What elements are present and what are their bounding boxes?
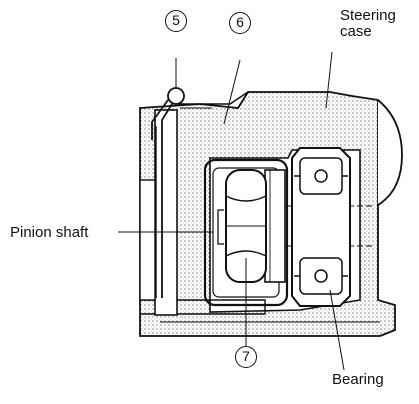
- leader-bearing: [329, 289, 345, 371]
- bearing: [291, 147, 351, 307]
- label-steering-case-line1: Steering: [340, 7, 396, 24]
- top-bracket: [205, 91, 249, 105]
- callout-7: 7: [235, 346, 257, 368]
- case-right-boss: [377, 99, 403, 206]
- leader-6: [223, 59, 241, 125]
- cover-plate: [154, 109, 178, 316]
- pinion-nut: [217, 169, 267, 283]
- label-steering-case-line2: case: [340, 23, 372, 40]
- label-pinion-shaft: Pinion shaft: [10, 224, 89, 241]
- cotter-pin: [151, 87, 212, 298]
- pinion-washer: [264, 169, 286, 283]
- leader-steering-case: [325, 51, 333, 109]
- label-bearing: Bearing: [332, 371, 384, 388]
- callout-6: 6: [229, 12, 251, 34]
- callout-5: 5: [165, 10, 187, 32]
- case-bottom-flange: [140, 299, 266, 315]
- cover-plate-edge: [139, 179, 156, 301]
